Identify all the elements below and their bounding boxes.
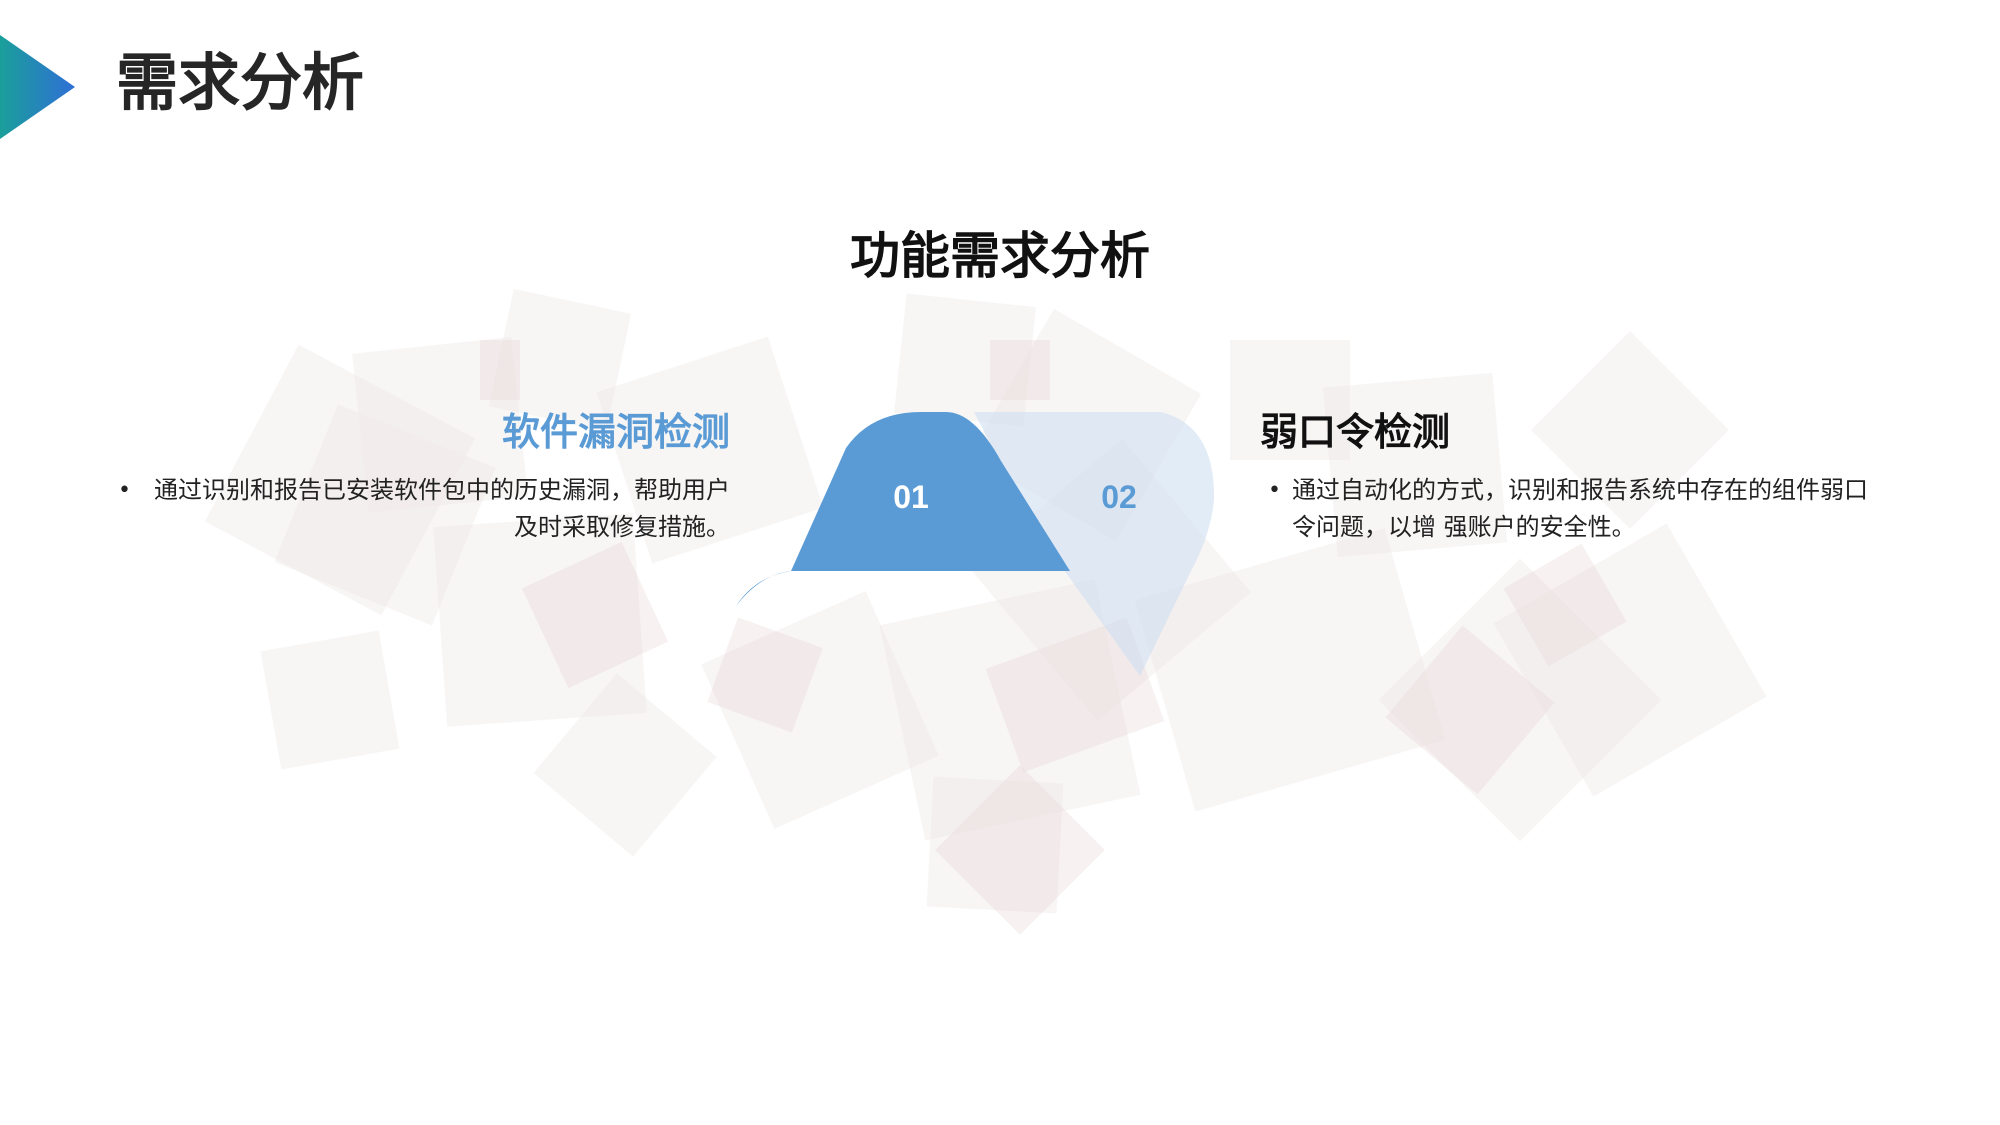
card-body-weak-password: • 通过自动化的方式，识别和报告系统中存在的组件弱口令问题，以增 强账户的安全性… [1260, 472, 1880, 546]
card-heading-software-vuln: 软件漏洞检测 [501, 410, 730, 454]
item-number-02: 02 [1101, 479, 1137, 515]
center-shapes: 01 02 [736, 412, 1215, 676]
card-body-software-vuln: • 通过识别和报告已安装软件包中的历史漏洞，帮助用户及时采取修复措施。 [110, 472, 730, 546]
item-number-01: 01 [893, 479, 929, 515]
bullet-dot-icon: • [1268, 477, 1281, 503]
shape-01 [736, 412, 1070, 606]
triangle-arrow-icon [0, 35, 75, 139]
bullet-dot-icon: • [118, 477, 131, 503]
shape-02 [974, 412, 1215, 676]
section-title: 功能需求分析 [850, 227, 1150, 285]
card-weak-password: 弱口令检测 • 通过自动化的方式，识别和报告系统中存在的组件弱口令问题，以增 强… [1260, 410, 1880, 546]
card-bullet-software-vuln: 通过识别和报告已安装软件包中的历史漏洞，帮助用户及时采取修复措施。 [154, 475, 730, 541]
card-software-vuln: 软件漏洞检测 • 通过识别和报告已安装软件包中的历史漏洞，帮助用户及时采取修复措… [110, 410, 730, 546]
card-bullet-weak-password: 通过自动化的方式，识别和报告系统中存在的组件弱口令问题，以增 强账户的安全性。 [1292, 475, 1868, 541]
card-heading-weak-password: 弱口令检测 [1260, 410, 1451, 454]
page-title: 需求分析 [116, 46, 365, 119]
